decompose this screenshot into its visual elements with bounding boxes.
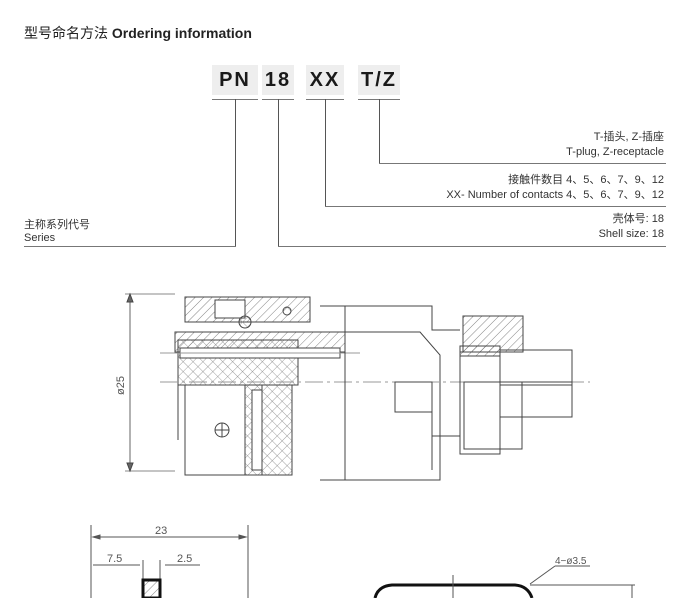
code-segment-contacts: XX xyxy=(306,65,344,95)
title-cn: 型号命名方法 xyxy=(24,25,108,41)
desc-type-en: T-plug, Z-receptacle xyxy=(566,146,664,158)
desc-type-cn: T-插头, Z-插座 xyxy=(593,131,664,143)
code-segment-shell: 18 xyxy=(262,65,294,95)
desc-series-en: Series xyxy=(24,232,56,244)
desc-shell: 壳体号: 18 Shell size: 18 xyxy=(599,212,664,242)
desc-shell-en: Shell size: 18 xyxy=(598,228,664,240)
desc-contacts-en: XX- Number of contacts 4、5、6、7、9、12 xyxy=(446,189,664,201)
hole-label: 4−ø3.5 xyxy=(555,556,587,567)
leader-shell xyxy=(278,99,279,246)
code-segment-series: PN xyxy=(212,65,258,95)
code-segment-type: T/Z xyxy=(358,65,400,95)
desc-type: T-插头, Z-插座 T-plug, Z-receptacle xyxy=(566,130,664,160)
desc-contacts-cn: 接触件数目 4、5、6、7、9、12 xyxy=(508,174,664,186)
leader-series-h xyxy=(24,246,236,247)
leader-contacts-h xyxy=(325,206,666,207)
leader-shell-h xyxy=(278,246,666,247)
desc-series: 主称系列代号 Series xyxy=(24,219,90,245)
desc-series-cn: 主称系列代号 xyxy=(24,219,90,231)
leader-series xyxy=(235,99,236,246)
desc-shell-cn: 壳体号: 18 xyxy=(612,213,664,225)
desc-contacts: 接触件数目 4、5、6、7、9、12 XX- Number of contact… xyxy=(446,173,664,203)
leader-type-h xyxy=(379,163,666,164)
length-a: 7.5 xyxy=(107,553,122,565)
page-title: 型号命名方法 Ordering information xyxy=(24,23,252,43)
diameter-label: ø25 xyxy=(115,376,127,395)
length-total: 23 xyxy=(155,525,167,537)
leader-contacts xyxy=(325,99,326,206)
leader-type xyxy=(379,99,380,163)
title-en: Ordering information xyxy=(111,25,252,41)
length-b: 2.5 xyxy=(177,553,192,565)
